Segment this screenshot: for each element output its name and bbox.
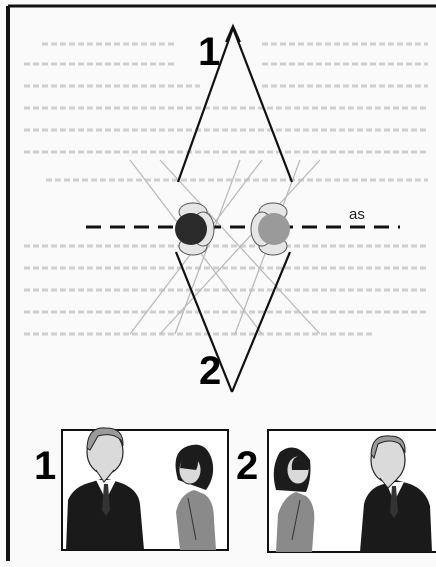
frame-2-label: 2	[236, 446, 258, 486]
axis-label: as	[349, 206, 365, 223]
camera-2-angle	[176, 252, 290, 392]
frame-1-label: 1	[34, 446, 56, 486]
camera-1-angle	[178, 28, 292, 182]
person-b-topview	[251, 203, 290, 255]
camera-1-arrow-icon	[226, 26, 240, 42]
shot-frame-2	[268, 430, 436, 552]
faded-text-lines	[24, 44, 428, 464]
camera-2-label: 2	[199, 351, 221, 391]
camera-1-label: 1	[198, 32, 220, 72]
shot-frame-1	[62, 428, 228, 550]
